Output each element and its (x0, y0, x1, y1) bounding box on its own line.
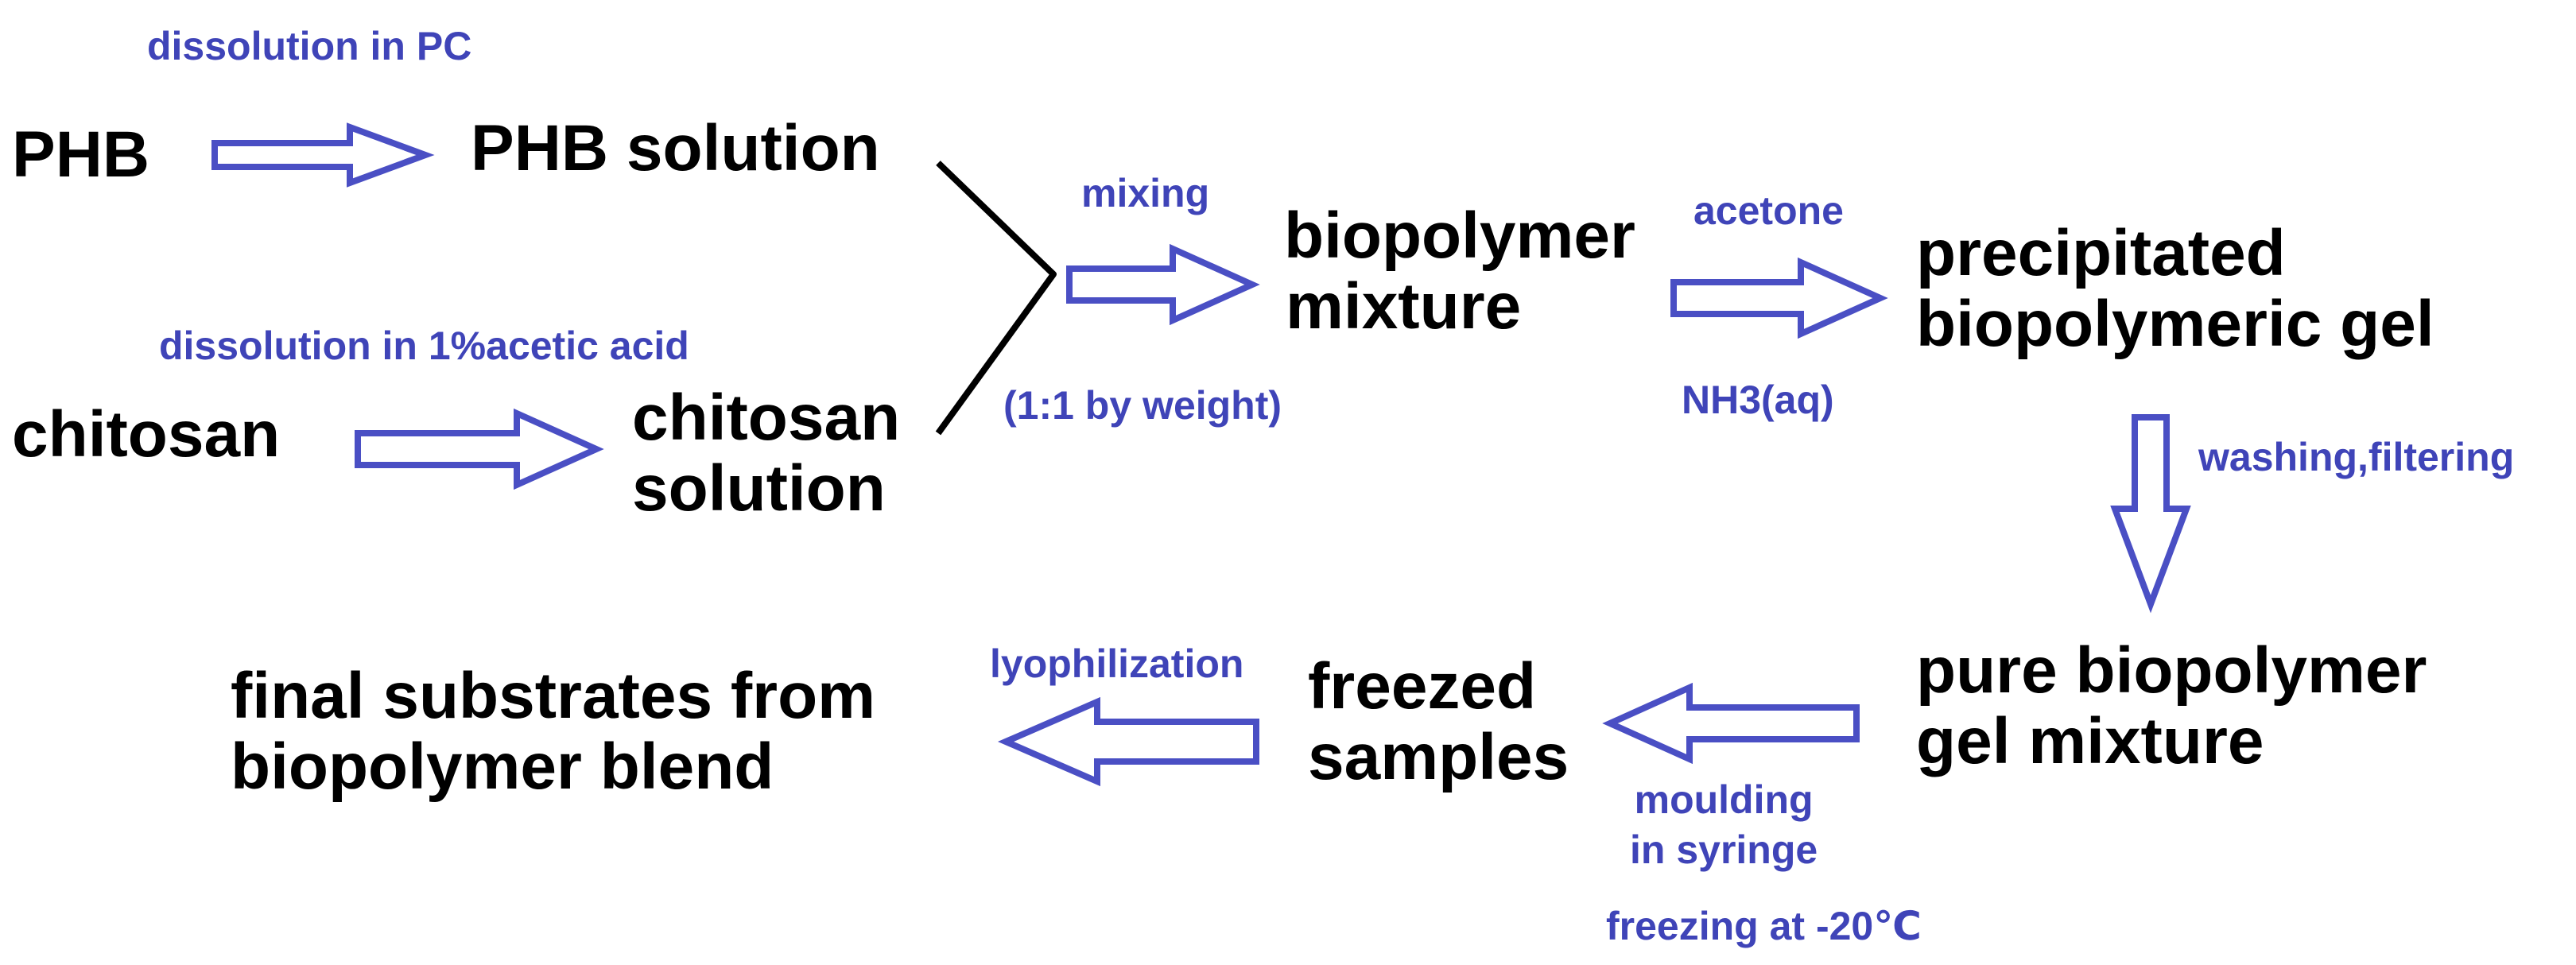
label-dissolution-pc: dissolution in PC (147, 24, 472, 68)
node-chitosan-solution-line1: chitosan (632, 382, 901, 454)
node-final-substrates: final substrates from biopolymer blend (231, 661, 875, 802)
arrow-mixing (1066, 243, 1260, 326)
node-chitosan-solution-line2: solution (632, 451, 886, 525)
node-final-substrates-line1: final substrates from (231, 660, 876, 732)
node-precipitated-gel: precipitated biopolymeric gel (1916, 217, 2434, 360)
label-freezing: freezing at -20℃ (1606, 904, 1922, 948)
node-pure-gel-mixture-line1: pure biopolymer (1916, 634, 2427, 707)
node-biopolymer-mixture: biopolymer mixture (1284, 200, 1635, 343)
node-final-substrates-line2: biopolymer blend (231, 730, 774, 803)
label-moulding-line1: moulding (1634, 777, 1814, 822)
label-nh3: NH3(aq) (1682, 378, 1834, 422)
node-pure-gel-mixture: pure biopolymer gel mixture (1916, 634, 2427, 777)
node-phb-solution: PHB solution (471, 112, 880, 184)
label-acetone: acetone (1693, 188, 1844, 233)
node-pure-gel-mixture-line2: gel mixture (1916, 704, 2264, 777)
label-mixing: mixing (1081, 171, 1210, 215)
merge-connector (935, 161, 1057, 436)
label-moulding: moulding in syringe (1630, 775, 1818, 874)
node-chitosan-solution: chitosan solution (632, 382, 901, 525)
node-freezed-samples: freezed samples (1308, 650, 1569, 793)
node-chitosan: chitosan (12, 398, 281, 471)
label-lyophilization: lyophilization (990, 641, 1244, 686)
node-biopolymer-mixture-line2: mixture (1286, 269, 1522, 343)
arrow-lyophilization (997, 696, 1259, 787)
arrow-phb-to-solution (211, 122, 435, 188)
arrow-chitosan-to-solution (355, 408, 604, 490)
node-precipitated-gel-line1: precipitated (1916, 217, 2286, 289)
node-phb: PHB (12, 118, 150, 191)
node-precipitated-gel-line2: biopolymeric gel (1916, 287, 2434, 360)
arrow-moulding (1602, 682, 1860, 765)
arrow-precipitation (1670, 257, 1888, 339)
node-biopolymer-mixture-line1: biopolymer (1284, 200, 1635, 272)
label-ratio: (1:1 by weight) (1003, 383, 1282, 428)
arrow-washing (2110, 414, 2191, 614)
node-freezed-samples-line1: freezed (1308, 650, 1537, 723)
label-washing: washing,filtering (2198, 435, 2515, 479)
label-moulding-line2: in syringe (1630, 827, 1818, 872)
node-freezed-samples-line2: samples (1308, 720, 1569, 793)
label-dissolution-acetic: dissolution in 1%acetic acid (159, 324, 689, 368)
